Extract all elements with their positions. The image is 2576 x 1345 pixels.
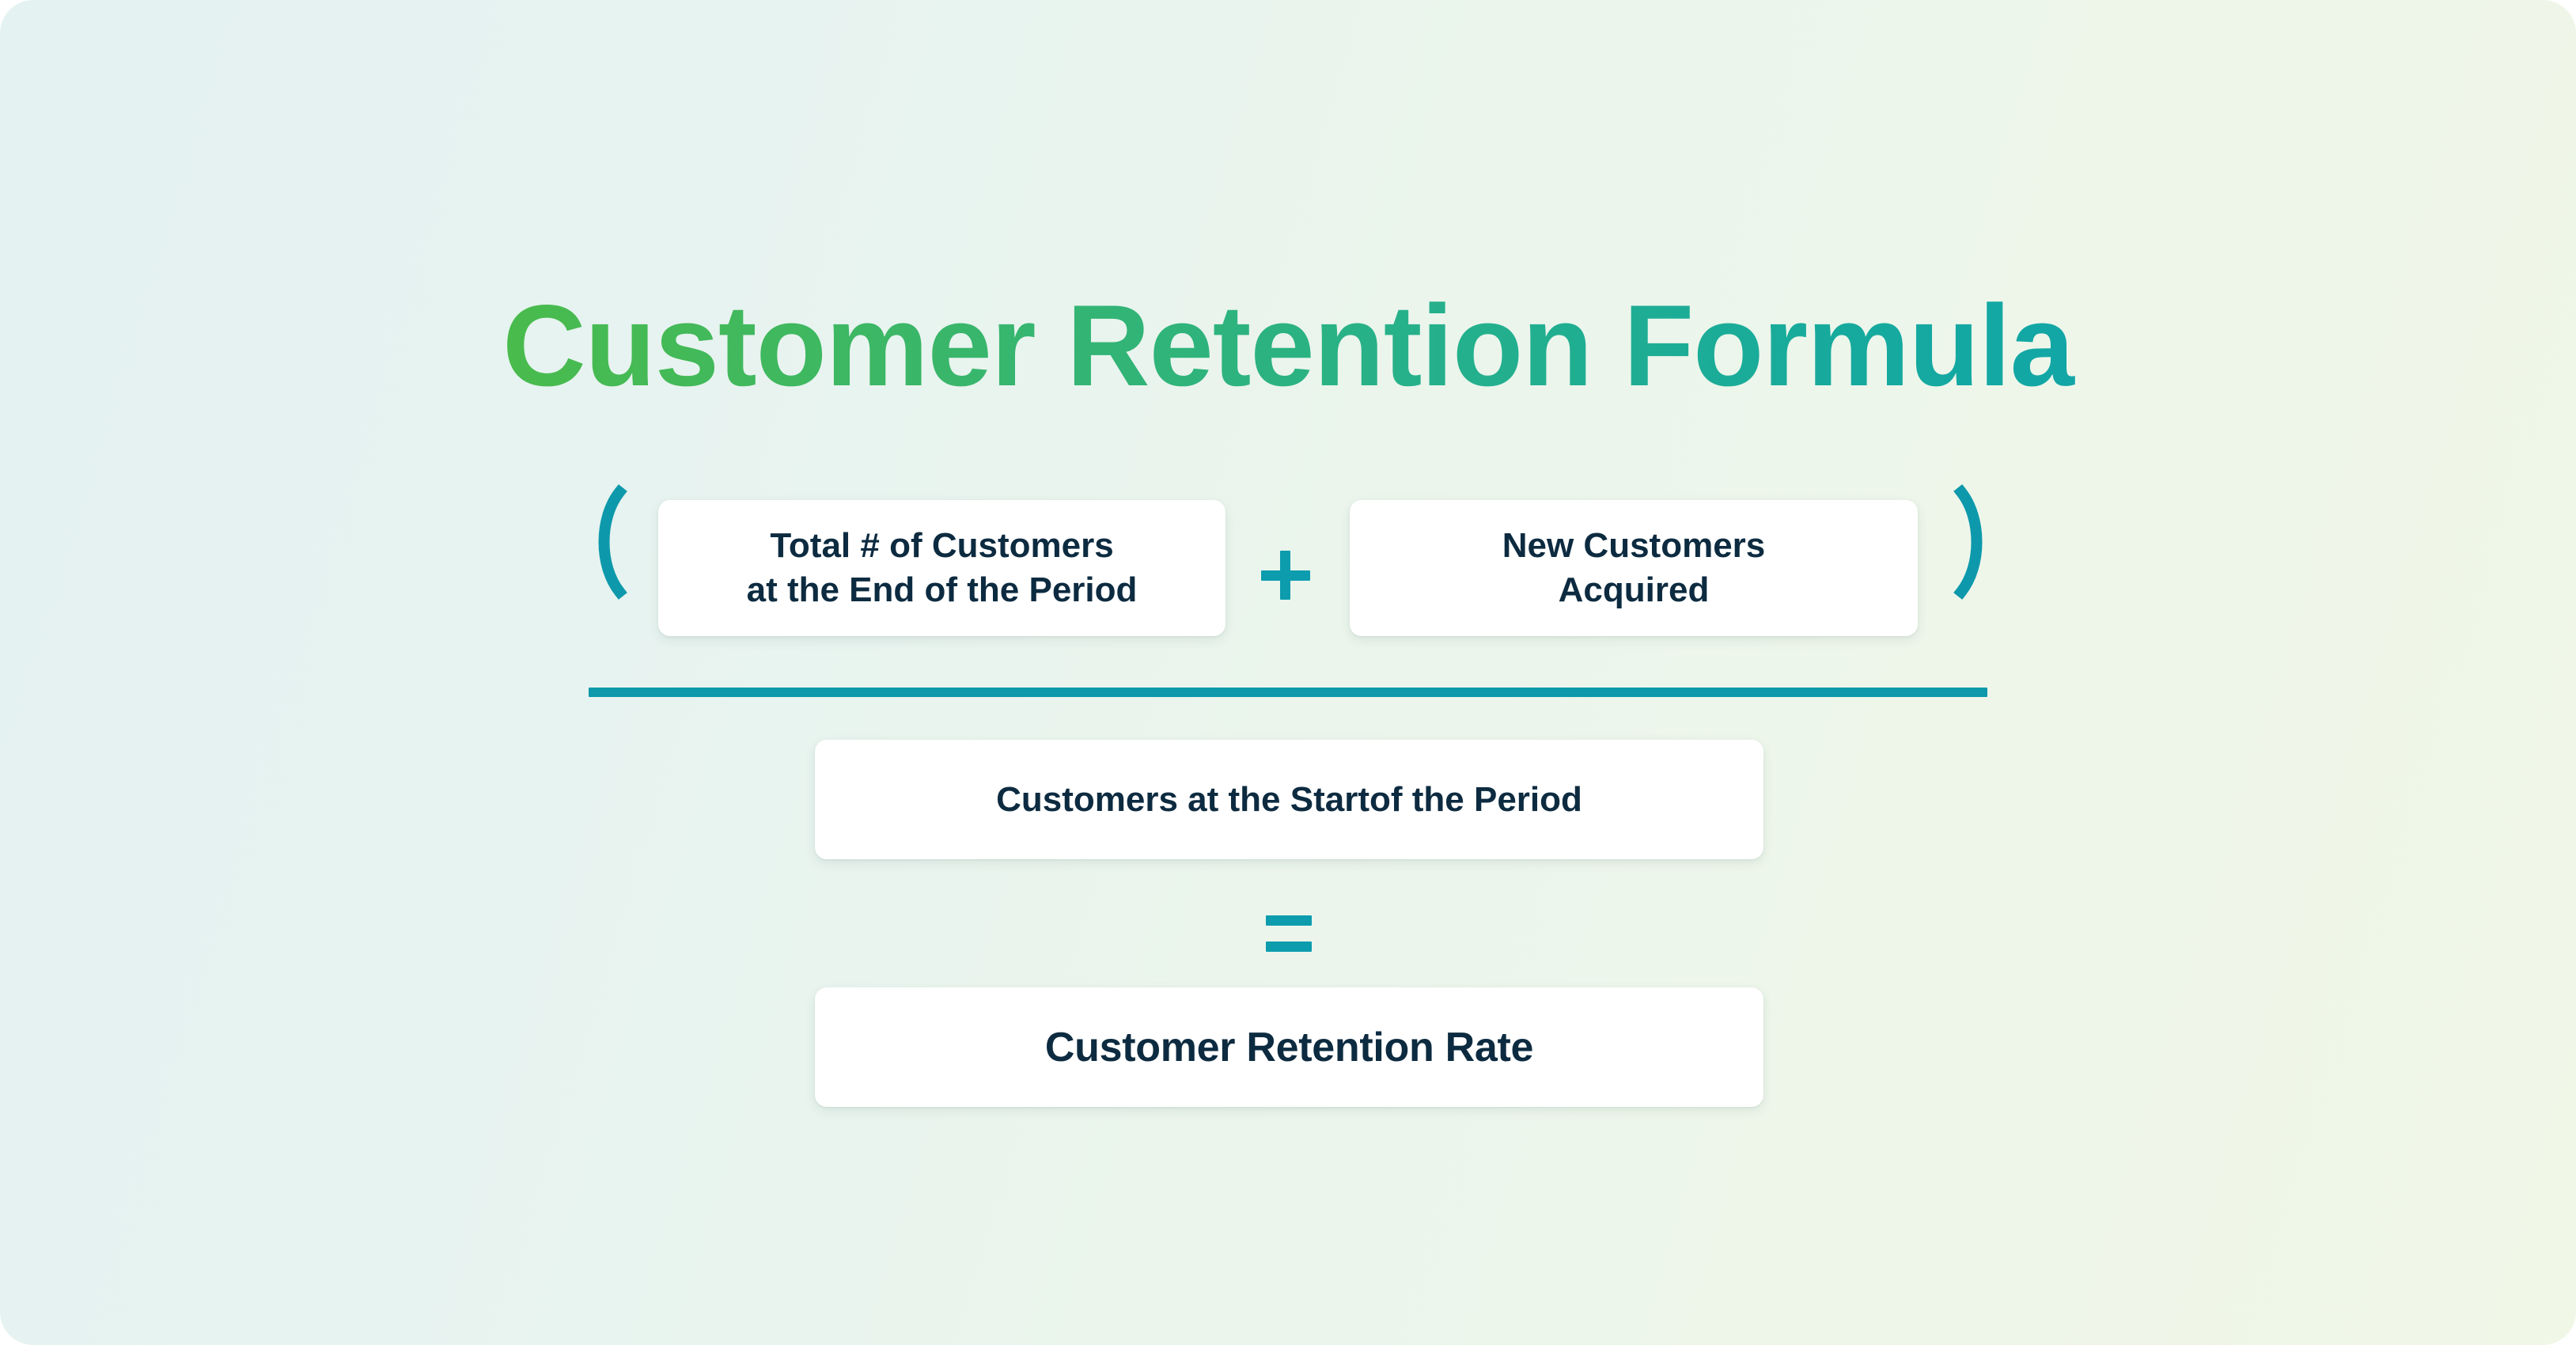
numerator-row: Total # of Customers at the End of the P… bbox=[0, 443, 2576, 641]
formula-diagram: Total # of Customers at the End of the P… bbox=[0, 443, 2576, 1107]
open-parenthesis-icon bbox=[581, 443, 631, 641]
close-parenthesis-icon bbox=[1950, 443, 1999, 641]
card-customers-start-period: Customers at the Startof the Period bbox=[815, 740, 1763, 859]
card-customer-retention-rate-label: Customer Retention Rate bbox=[1044, 1024, 1534, 1070]
card-customer-retention-rate: Customer Retention Rate bbox=[815, 987, 1763, 1107]
plus-icon bbox=[1261, 551, 1310, 600]
card-new-customers-acquired: New Customers Acquired bbox=[1350, 500, 1918, 636]
card-new-customers-acquired-line1: New Customers bbox=[1502, 525, 1766, 565]
equals-icon bbox=[1266, 915, 1312, 952]
card-customers-start-period-label: Customers at the Startof the Period bbox=[996, 779, 1582, 819]
card-total-customers-end-line2: at the End of the Period bbox=[746, 570, 1138, 609]
plus-icon-vertical-bar bbox=[1280, 551, 1290, 600]
page-title: Customer Retention Formula bbox=[0, 271, 2576, 421]
card-total-customers-end-line1: Total # of Customers bbox=[770, 525, 1114, 565]
card-total-customers-end: Total # of Customers at the End of the P… bbox=[658, 500, 1225, 636]
card-new-customers-acquired-line2: Acquired bbox=[1558, 570, 1710, 609]
fraction-divider bbox=[589, 688, 1987, 697]
equals-icon-bottom-bar bbox=[1266, 942, 1312, 952]
equals-icon-top-bar bbox=[1266, 915, 1312, 926]
